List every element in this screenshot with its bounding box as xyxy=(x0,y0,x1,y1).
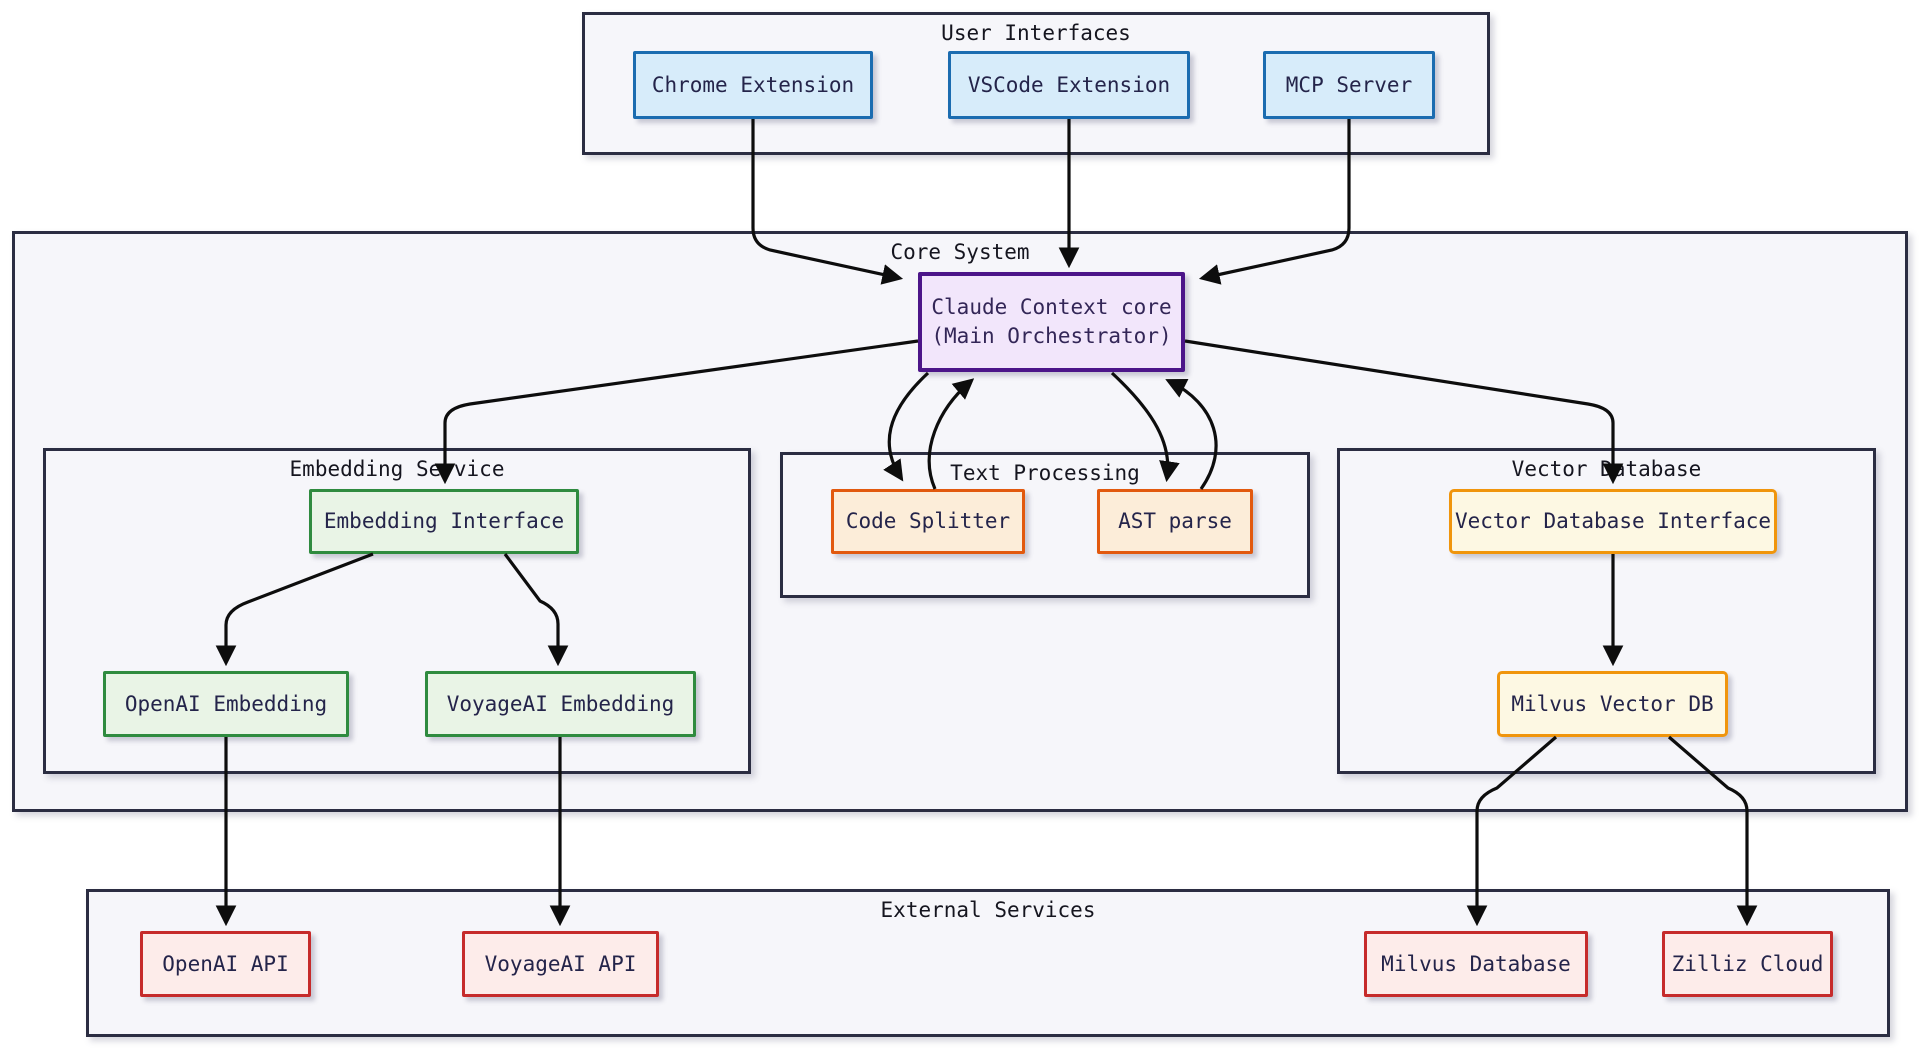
group-vector-database-title: Vector Database xyxy=(1511,457,1702,481)
node-embedding-interface: Embedding Interface xyxy=(309,489,579,554)
node-openai-api: OpenAI API xyxy=(140,931,311,997)
node-zilliz-cloud-label: Zilliz Cloud xyxy=(1671,951,1824,976)
node-embedding-interface-label: Embedding Interface xyxy=(323,509,565,533)
node-vscode-extension-label: VSCode Extension xyxy=(967,72,1171,97)
node-milvus-database: Milvus Database xyxy=(1364,931,1588,997)
node-voyageai-api-label: VoyageAI API xyxy=(484,951,637,976)
node-mcp-server: MCP Server xyxy=(1263,51,1435,119)
node-milvus-database-label: Milvus Database xyxy=(1381,951,1571,976)
group-embedding-service-title: Embedding Service xyxy=(289,457,505,481)
node-milvus-vector-db-label: Milvus Vector DB xyxy=(1511,691,1714,716)
node-code-splitter: Code Splitter xyxy=(831,489,1025,554)
node-vscode-extension: VSCode Extension xyxy=(948,51,1190,119)
node-openai-api-label: OpenAI API xyxy=(162,951,289,976)
node-vector-database-interface-label: Vector Database Interface xyxy=(1454,509,1772,533)
node-milvus-vector-db: Milvus Vector DB xyxy=(1497,671,1728,737)
node-chrome-extension: Chrome Extension xyxy=(633,51,873,119)
node-openai-embedding: OpenAI Embedding xyxy=(103,671,349,737)
group-core-system-title: Core System xyxy=(890,240,1030,264)
node-claude-context-core-label-line2: (Main Orchestrator) xyxy=(931,324,1172,348)
node-code-splitter-label: Code Splitter xyxy=(845,509,1011,533)
node-zilliz-cloud: Zilliz Cloud xyxy=(1662,931,1833,997)
node-claude-context-core: Claude Context core (Main Orchestrator) xyxy=(918,272,1185,372)
node-ast-parse: AST parse xyxy=(1097,489,1253,554)
group-external-services: External Services xyxy=(86,889,1890,1037)
group-text-processing-title: Text Processing xyxy=(950,461,1140,485)
group-external-services-title: External Services xyxy=(880,898,1096,922)
node-voyageai-api: VoyageAI API xyxy=(462,931,659,997)
group-user-interfaces-title: User Interfaces xyxy=(941,21,1131,45)
node-vector-database-interface: Vector Database Interface xyxy=(1449,489,1777,554)
node-chrome-extension-label: Chrome Extension xyxy=(651,72,855,97)
node-openai-embedding-label: OpenAI Embedding xyxy=(124,691,328,716)
node-voyageai-embedding: VoyageAI Embedding xyxy=(425,671,696,737)
node-mcp-server-label: MCP Server xyxy=(1285,72,1413,97)
node-claude-context-core-label-line1: Claude Context core xyxy=(931,295,1172,319)
node-ast-parse-label: AST parse xyxy=(1118,509,1232,533)
node-voyageai-embedding-label: VoyageAI Embedding xyxy=(446,691,675,716)
